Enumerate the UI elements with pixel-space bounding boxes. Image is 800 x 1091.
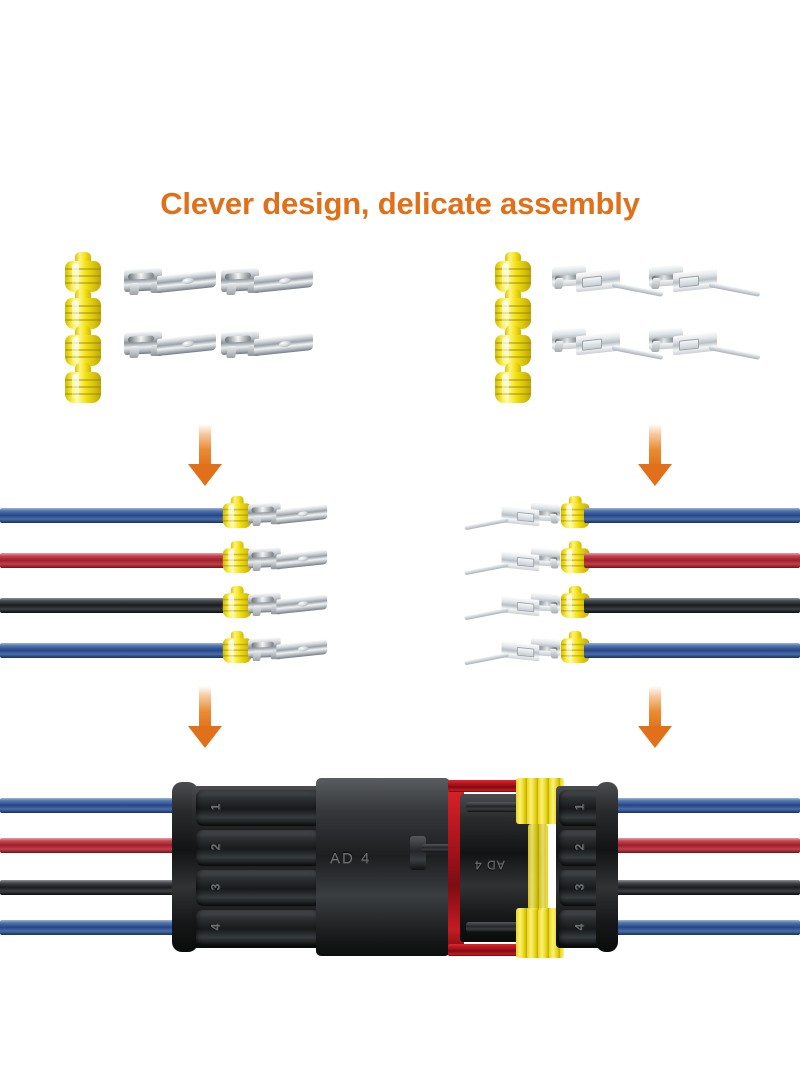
pin-number-1: 1: [208, 803, 223, 811]
wire-blue: [0, 798, 186, 813]
wire-seal: [64, 289, 102, 329]
male-terminal: [649, 264, 761, 306]
pin-number-right-2: 2: [572, 843, 587, 851]
female-terminal: [248, 501, 328, 527]
pin-channel-4: [196, 910, 320, 946]
wire-red: [584, 553, 800, 568]
female-terminal: [248, 636, 328, 662]
wire-red: [0, 553, 232, 568]
stage-crimped-wires: [0, 496, 800, 673]
seal-stack-right: [492, 252, 536, 403]
connector-right-flange: [596, 782, 618, 952]
stage-assembled-connector: 1 2 3 4 AD 4 AD 4 1 2: [0, 778, 800, 960]
secondary-lock-red-tab: [448, 944, 518, 956]
cage-rail-bottom: [466, 922, 540, 932]
terminal-grid-male: [552, 264, 772, 388]
wire-blue: [584, 508, 800, 523]
primary-latch: [410, 836, 426, 870]
wire-black: [584, 598, 800, 613]
male-terminal: [552, 327, 664, 369]
pin-number-right-1: 1: [572, 803, 587, 811]
pin-number-3: 3: [208, 883, 223, 891]
pin-channel-3: [196, 870, 320, 906]
pin-number-4: 4: [208, 923, 223, 931]
wire-black: [0, 880, 186, 895]
housing-marking-mirrored: AD 4: [474, 858, 505, 872]
wire-seal: [494, 363, 532, 403]
seal-stack-left: [62, 252, 106, 403]
male-terminal: [649, 327, 761, 369]
male-terminal: [464, 502, 560, 538]
secondary-lock-red-tab: [448, 780, 518, 792]
terminal-grid-female: [124, 266, 324, 386]
wire-seal: [494, 326, 532, 366]
wire-blue: [0, 508, 232, 523]
female-terminal: [221, 266, 313, 296]
wire-seal: [222, 631, 252, 663]
wire-blue: [0, 643, 232, 658]
wire-blue: [610, 798, 800, 813]
wire-black: [610, 880, 800, 895]
wire-seal: [222, 541, 252, 573]
female-terminal: [248, 591, 328, 617]
exposed-seal-middle: [528, 824, 548, 910]
wire-blue: [584, 643, 800, 658]
female-terminal: [124, 266, 216, 296]
wire-seal: [222, 586, 252, 618]
wire-seal: [64, 326, 102, 366]
latch-rail: [422, 844, 452, 852]
pin-channel-1: [196, 790, 320, 826]
assembly-arrow-down-icon: [638, 424, 672, 486]
wire-blue: [610, 920, 800, 935]
connector-left-body: 1 2 3 4: [192, 786, 322, 948]
assembly-arrow-down-icon: [188, 686, 222, 748]
assembly-arrow-down-icon: [188, 424, 222, 486]
pin-number-right-3: 3: [572, 883, 587, 891]
male-terminal: [552, 264, 664, 306]
wire-seal: [494, 289, 532, 329]
wire-black: [0, 598, 232, 613]
male-terminal: [464, 637, 560, 673]
wire-seal: [222, 496, 252, 528]
housing-marking: AD 4: [330, 850, 372, 867]
pin-number-2: 2: [208, 843, 223, 851]
wire-red: [0, 838, 186, 853]
wire-seal: [494, 252, 532, 292]
pin-channel-2: [196, 830, 320, 866]
wire-seal: [64, 363, 102, 403]
pin-number-right-4: 4: [572, 923, 587, 931]
cage-rail-top: [466, 802, 540, 812]
female-terminal: [248, 546, 328, 572]
male-terminal: [464, 547, 560, 583]
stage-loose-parts: [0, 248, 800, 408]
wire-seal: [64, 252, 102, 292]
assembly-arrow-down-icon: [638, 686, 672, 748]
female-terminal: [124, 329, 216, 359]
female-terminal: [221, 329, 313, 359]
page-title: Clever design, delicate assembly: [160, 186, 640, 221]
wire-blue: [0, 920, 186, 935]
connector-center-shroud: AD 4: [316, 778, 452, 956]
male-terminal: [464, 592, 560, 628]
wire-red: [610, 838, 800, 853]
